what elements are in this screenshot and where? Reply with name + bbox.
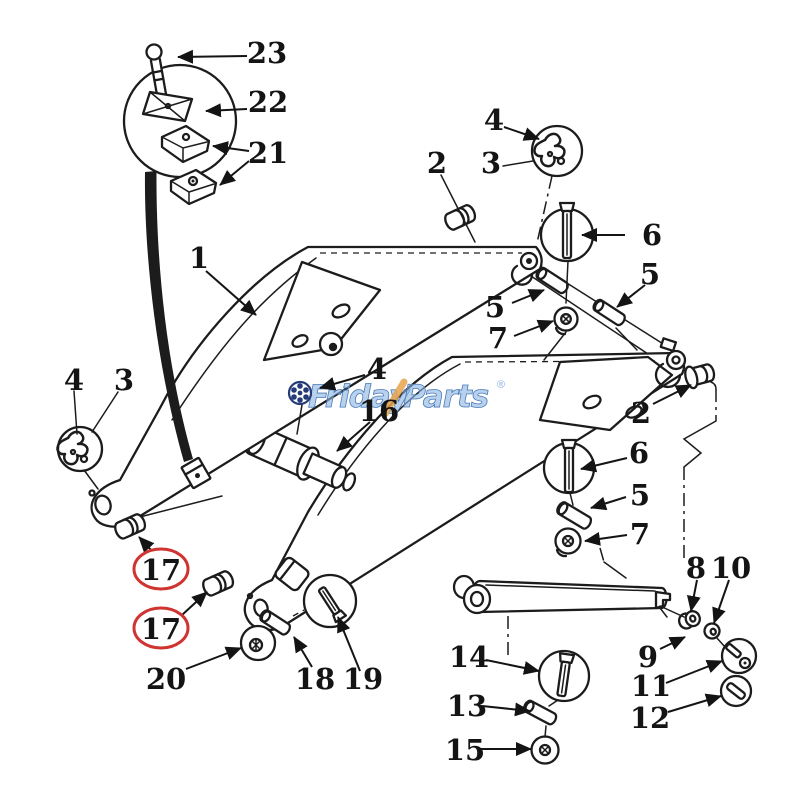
callout-23: 23 bbox=[247, 36, 287, 70]
callout-labels: 23 22 21 1 4 3 2 6 5 5 7 4 3 4 16 2 6 5 … bbox=[64, 36, 751, 767]
callout-1: 1 bbox=[189, 241, 209, 275]
blue-clip-part-4 bbox=[287, 380, 313, 406]
highlight-ellipse-17-lower bbox=[132, 606, 190, 650]
callout-9: 9 bbox=[638, 640, 658, 674]
callout-7-lower: 7 bbox=[630, 517, 650, 551]
pin-5-upper-right bbox=[592, 298, 626, 327]
callout-19: 19 bbox=[343, 662, 383, 696]
thick-leader-curve bbox=[144, 171, 193, 462]
leader-lines bbox=[73, 160, 726, 738]
callout-6-upper: 6 bbox=[642, 218, 662, 252]
callout-2-top: 2 bbox=[427, 146, 447, 180]
rear-arm-collar bbox=[274, 556, 310, 592]
callout-16: 16 bbox=[359, 394, 399, 428]
washer-7-lower bbox=[554, 527, 582, 558]
watermark-slash bbox=[381, 378, 408, 418]
wedge-22 bbox=[141, 90, 194, 123]
detail-circle-washer-20 bbox=[239, 624, 277, 662]
cylinder-rod-clevis bbox=[654, 590, 672, 610]
hydraulic-cylinder bbox=[452, 574, 672, 618]
callout-10: 10 bbox=[711, 551, 751, 585]
callout-3-top: 3 bbox=[481, 146, 501, 180]
bushing-2-right bbox=[684, 363, 716, 390]
callout-11: 11 bbox=[631, 669, 671, 703]
detail-circle-bolt-6-lower bbox=[542, 438, 596, 495]
washer-8 bbox=[677, 610, 701, 630]
boom-arm-front bbox=[88, 245, 543, 528]
watermark-word2: Parts bbox=[403, 379, 489, 415]
bushing-17-upper bbox=[114, 513, 147, 540]
detail-circle-wedge-kit bbox=[122, 43, 238, 206]
callout-17-upper: 17 bbox=[141, 553, 181, 587]
boom-arm-rear bbox=[243, 337, 687, 632]
bushing-2-upper bbox=[444, 204, 477, 231]
callout-4-top: 4 bbox=[484, 103, 504, 137]
detail-circle-bolt-14 bbox=[537, 649, 591, 703]
detail-circle-pin-12 bbox=[719, 674, 753, 708]
wedge-block-21a bbox=[160, 124, 211, 164]
callout-2-right: 2 bbox=[631, 396, 651, 430]
watermark-registered-mark: ® bbox=[496, 378, 507, 391]
detail-circle-link-left bbox=[56, 425, 104, 473]
callout-4-middle: 4 bbox=[367, 352, 387, 386]
front-arm-pivot-boss bbox=[88, 489, 112, 516]
rear-arm-plate bbox=[538, 355, 674, 432]
front-arm-plate bbox=[262, 260, 382, 362]
detail-circle-key-11 bbox=[720, 637, 758, 675]
highlight-ellipse-17-upper bbox=[132, 547, 190, 591]
callout-5-lower: 5 bbox=[630, 478, 650, 512]
callout-4-left: 4 bbox=[64, 363, 84, 397]
callout-22: 22 bbox=[248, 85, 288, 119]
pin-5-upper-left bbox=[535, 266, 569, 295]
detail-circle-link-top-right bbox=[530, 124, 584, 178]
wedge-mount-bracket bbox=[180, 456, 212, 490]
detail-washer-15 bbox=[530, 735, 560, 765]
callout-12: 12 bbox=[630, 701, 670, 735]
pin-5-lower bbox=[556, 501, 593, 530]
callout-6-lower: 6 bbox=[629, 436, 649, 470]
callout-14: 14 bbox=[449, 640, 489, 674]
callout-20: 20 bbox=[146, 662, 186, 696]
bushing-17-lower bbox=[202, 570, 235, 597]
callout-7-upper: 7 bbox=[488, 321, 508, 355]
callout-arrows bbox=[138, 49, 730, 756]
detail-circle-bolt-6-upper bbox=[539, 201, 595, 263]
callout-21: 21 bbox=[248, 136, 288, 170]
wedge-block-21b bbox=[169, 168, 218, 206]
callout-5-right: 5 bbox=[640, 257, 660, 291]
callout-5-left: 5 bbox=[485, 290, 505, 324]
washer-7-upper bbox=[553, 306, 579, 336]
phantom-boundary bbox=[682, 389, 717, 560]
rear-arm-tip-clevis bbox=[654, 337, 687, 388]
callout-8: 8 bbox=[686, 551, 706, 585]
washer-10 bbox=[703, 622, 721, 640]
callout-17-lower: 17 bbox=[141, 612, 181, 646]
callout-15: 15 bbox=[445, 733, 485, 767]
pin-18 bbox=[259, 609, 292, 636]
detail-circle-bolt-19 bbox=[302, 573, 358, 629]
callout-3-left: 3 bbox=[114, 363, 134, 397]
callout-18: 18 bbox=[295, 662, 335, 696]
callout-13: 13 bbox=[447, 689, 487, 723]
front-arm-tip bbox=[510, 251, 539, 286]
